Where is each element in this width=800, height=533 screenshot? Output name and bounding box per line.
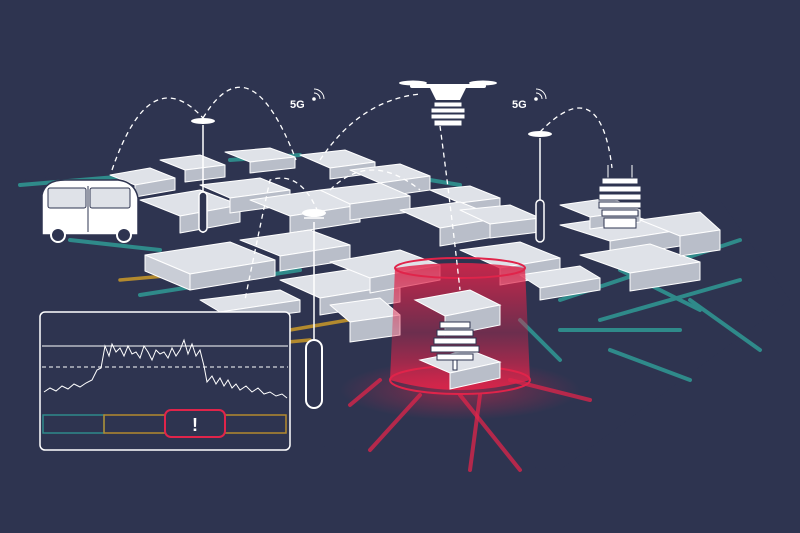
signal-arcs xyxy=(111,86,613,301)
wifi-signal-icon xyxy=(312,88,325,101)
drone-icon xyxy=(399,80,497,127)
sensor-signal-line xyxy=(43,338,288,399)
alert-icon[interactable]: ! xyxy=(164,409,226,438)
svg-text:!: ! xyxy=(192,415,198,435)
lamppost-sensor-icon xyxy=(528,131,552,243)
network-label-left: 5G xyxy=(290,88,325,111)
svg-text:5G: 5G xyxy=(512,99,527,111)
shuttle-bus-icon xyxy=(41,179,139,243)
svg-text:5G: 5G xyxy=(290,99,305,111)
lamppost-sensor-icon xyxy=(302,209,326,409)
weather-station-icon xyxy=(430,321,480,371)
monitoring-panel: ! xyxy=(39,311,291,451)
weather-station-icon xyxy=(598,165,642,229)
wifi-signal-icon xyxy=(534,88,547,101)
alert-zone xyxy=(340,257,580,420)
network-label-right: 5G xyxy=(512,88,547,111)
lamppost-sensor-icon xyxy=(191,118,215,233)
